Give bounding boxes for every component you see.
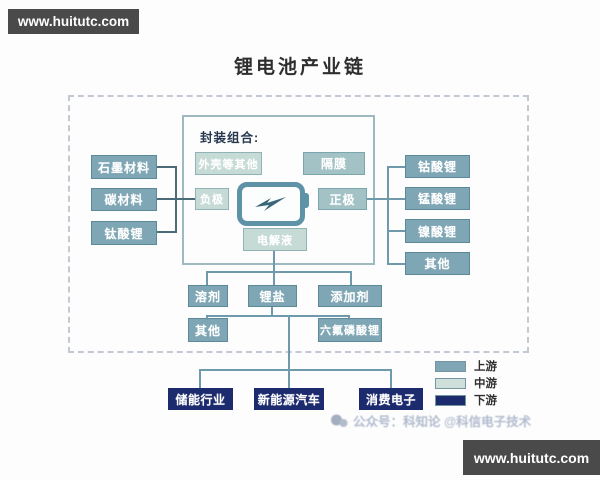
connector-line	[271, 307, 273, 317]
pack-assembly-box	[182, 115, 375, 265]
box-lithium-nickelate: 镍酸锂	[405, 219, 470, 243]
connector-line	[288, 369, 290, 388]
legend-label-midstream: 中游	[474, 378, 497, 390]
box-lithium-salt: 锂盐	[248, 285, 297, 307]
connector-line	[390, 369, 392, 388]
battery-terminal	[303, 193, 309, 208]
connector-line	[175, 166, 177, 233]
connector-line	[206, 315, 208, 320]
connector-line	[387, 166, 389, 265]
connector-line	[273, 251, 275, 285]
connector-line	[157, 231, 177, 233]
box-cathode-other: 其他	[405, 252, 470, 275]
legend-label-upstream: 上游	[474, 361, 497, 373]
box-lithium-cobaltate: 钴酸锂	[405, 155, 470, 178]
connector-line	[207, 315, 350, 317]
connector-line	[350, 271, 352, 285]
connector-line	[288, 316, 290, 371]
legend-swatch-midstream	[435, 377, 466, 389]
connector-line	[199, 369, 201, 388]
box-energy-storage: 储能行业	[168, 388, 233, 410]
lightning-bolt-icon	[255, 197, 286, 211]
box-lithium-hexafluorophosphate: 六氟磷酸锂	[318, 318, 382, 342]
box-solvent: 溶剂	[188, 285, 228, 307]
box-additive: 添加剂	[318, 285, 382, 307]
page-title: 锂电池产业链	[233, 57, 366, 78]
box-casing-others: 外壳等其他	[195, 152, 262, 175]
connector-line	[387, 230, 405, 232]
battery-icon	[237, 182, 309, 226]
watermark-top-left: www.huitutc.com	[8, 9, 139, 34]
box-consumer-electronics: 消费电子	[359, 388, 423, 410]
connector-line	[207, 271, 352, 273]
connector-line	[387, 263, 405, 265]
box-lithium-manganate: 锰酸锂	[405, 187, 470, 210]
watermark-bottom-right: www.huitutc.com	[463, 440, 600, 475]
chain-boundary-frame	[68, 95, 529, 353]
legend-upstream: 上游	[435, 358, 497, 374]
box-cathode: 正极	[318, 188, 367, 210]
box-new-energy-vehicles: 新能源汽车	[254, 388, 324, 410]
connector-line	[348, 315, 350, 320]
credit-watermark: 公众号：科知论 @科信电子技术	[330, 411, 595, 430]
legend-swatch-upstream	[435, 360, 466, 372]
box-carbon-material: 碳材料	[91, 188, 157, 211]
box-salt-other: 其他	[188, 318, 228, 342]
box-anode: 负极	[195, 188, 229, 210]
credit-text: 公众号：科知论 @科信电子技术	[353, 415, 532, 429]
pack-assembly-label: 封装组合:	[200, 131, 260, 145]
legend-swatch-downstream	[435, 394, 466, 406]
box-separator: 隔膜	[303, 152, 365, 175]
connector-line	[157, 166, 176, 168]
battery-body	[237, 182, 305, 226]
legend-downstream: 下游	[435, 392, 497, 408]
box-graphite-material: 石墨材料	[91, 155, 157, 179]
wechat-icon	[331, 414, 348, 427]
connector-line	[367, 198, 405, 200]
box-lithium-titanate: 钛酸锂	[91, 221, 157, 245]
connector-line	[206, 271, 208, 285]
connector-line	[199, 369, 392, 371]
legend-midstream: 中游	[435, 375, 497, 391]
legend-label-downstream: 下游	[474, 395, 497, 407]
box-electrolyte: 电解液	[243, 228, 307, 251]
connector-line	[387, 166, 405, 168]
